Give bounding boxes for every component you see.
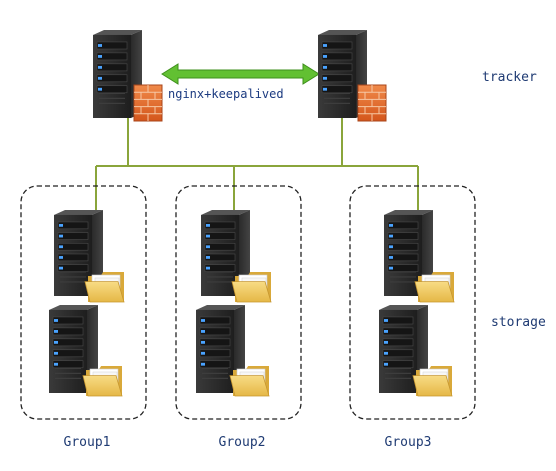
servers-layer xyxy=(49,30,433,393)
group3-box xyxy=(349,185,476,420)
link-label: nginx+keepalived xyxy=(168,87,284,101)
group1-server-top-icon xyxy=(54,210,103,296)
group1-folder-bottom-icon xyxy=(82,366,123,397)
folders-layer xyxy=(82,272,455,397)
group3-server-top-icon xyxy=(384,210,433,296)
group1-box xyxy=(20,185,147,420)
firewall-right-icon xyxy=(357,84,387,122)
group-boxes xyxy=(20,185,476,420)
firewall-left-icon xyxy=(133,84,163,122)
group1-server-bottom-icon xyxy=(49,305,98,393)
group3-folder-bottom-icon xyxy=(412,366,453,397)
group1-folder-top-icon xyxy=(84,272,125,303)
group2-label: Group2 xyxy=(218,435,266,450)
connector-lines xyxy=(95,110,419,212)
group2-server-top-icon xyxy=(201,210,250,296)
group2-box xyxy=(175,185,302,420)
group2-server-bottom-icon xyxy=(196,305,245,393)
firewalls-layer xyxy=(133,84,387,122)
tracker-label: tracker xyxy=(482,70,537,85)
group1-label: Group1 xyxy=(63,435,111,450)
group3-label: Group3 xyxy=(384,435,432,450)
group2-folder-bottom-icon xyxy=(229,366,270,397)
group3-folder-top-icon xyxy=(414,272,455,303)
storage-label: storage xyxy=(491,315,546,330)
double-arrow-icon xyxy=(161,63,320,85)
group2-folder-top-icon xyxy=(231,272,272,303)
